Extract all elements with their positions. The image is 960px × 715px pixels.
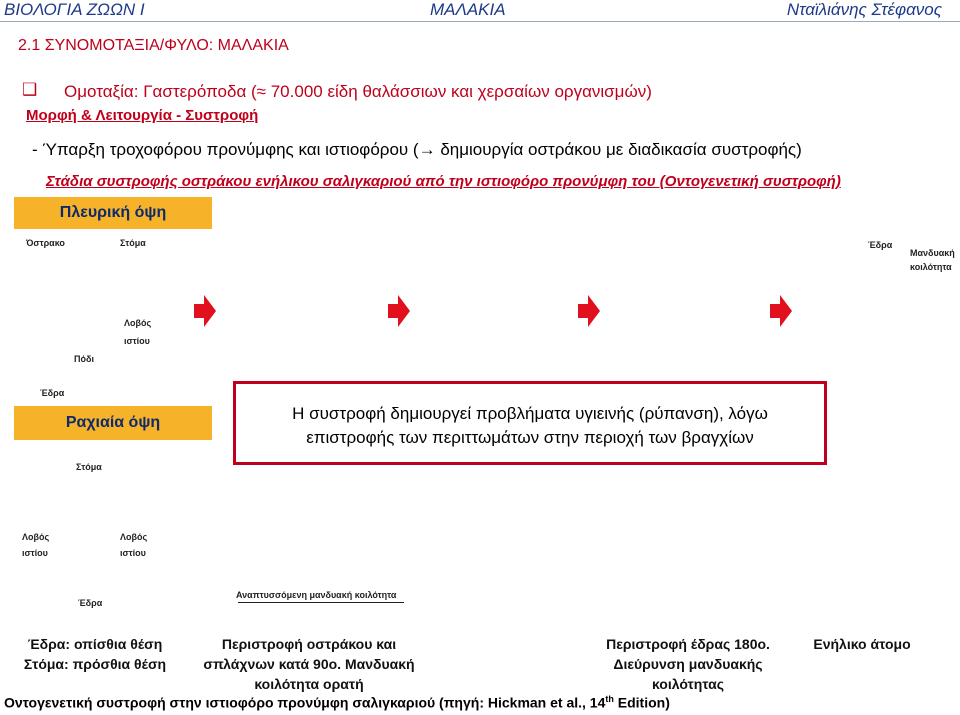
label-mantle-2: κοιλότητα xyxy=(910,262,952,272)
larva-bullet: - Ύπαρξη τροχοφόρου προνύμφης και ιστιοφ… xyxy=(32,140,802,159)
info-text-line-1: Η συστροφή δημιουργεί προβλήματα υγιεινή… xyxy=(292,404,768,423)
footer-source: Οντογενετική συστροφή στην ιστιοφόρο προ… xyxy=(4,694,670,711)
arrow-right-icon xyxy=(770,295,792,327)
label-anus-top: Έδρα xyxy=(868,240,893,250)
stages-title: Στάδια συστροφής οστράκου ενήλικου σαλιγ… xyxy=(46,173,841,190)
label-foot: Πόδι xyxy=(74,354,94,364)
label-anus-bottom: Έδρα xyxy=(78,598,103,608)
caption-3-line-1: Περιστροφή έδρας 180ο. xyxy=(606,636,770,652)
topic-title: ΜΑΛΑΚΙΑ xyxy=(430,0,506,19)
author-name: Νταϊλιάνης Στέφανος xyxy=(786,0,942,19)
label-lobe-right-1: Λοβός xyxy=(120,532,148,542)
label-lobe-left-2: ιστίου xyxy=(22,548,48,558)
arrow-right-icon xyxy=(578,295,600,327)
caption-1-line-1: Έδρα: οπίσθια θέση xyxy=(27,636,163,652)
arrow-right-icon xyxy=(388,295,410,327)
lateral-view-label: Πλευρική όψη xyxy=(14,197,212,229)
dorsal-view-label: Ραχιαία όψη xyxy=(14,406,212,440)
caption-3-line-3: κοιλότητας xyxy=(651,676,725,692)
caption-2-line-3: κοιλότητα ορατή xyxy=(254,676,364,692)
footer-sup: th xyxy=(605,694,614,704)
footer-end: Edition) xyxy=(613,694,670,711)
caption-2-line-1: Περιστροφή οστράκου και xyxy=(221,636,397,652)
caption-stage-1: Έδρα: οπίσθια θέση Στόμα: πρόσθια θέση xyxy=(10,634,180,674)
label-lobe-2: ιστίου xyxy=(124,336,150,346)
caption-stage-3: Περιστροφή έδρας 180ο. Διεύρυνση μανδυακ… xyxy=(598,634,778,694)
label-mouth-top: Στόμα xyxy=(120,238,146,248)
arrow-right-icon xyxy=(194,295,216,327)
label-lobe-right-2: ιστίου xyxy=(120,548,146,558)
label-shell: Όστρακο xyxy=(26,238,65,248)
underline-divider xyxy=(238,602,404,603)
info-text-line-2: επιστροφής των περιττωμάτων στην περιοχή… xyxy=(306,428,754,447)
checkbox-bullet-icon: ❑ xyxy=(22,80,38,99)
label-anus-left: Έδρα xyxy=(40,388,65,398)
label-lobe-left-1: Λοβός xyxy=(22,532,50,542)
topic-line: Μορφή & Λειτουργία - Συστροφή xyxy=(26,107,259,124)
label-lobe-1: Λοβός xyxy=(124,318,152,328)
lateral-view-diagrams: … … … … … xyxy=(194,295,792,327)
caption-3-line-2: Διεύρυνση μανδυακής xyxy=(613,656,763,672)
header-divider xyxy=(0,21,960,22)
info-box: Η συστροφή δημιουργεί προβλήματα υγιεινή… xyxy=(233,381,827,465)
section-title: 2.1 ΣΥΝΟΜΟΤΑΞΙΑ/ΦΥΛΟ: ΜΑΛΑΚΙΑ xyxy=(18,37,289,54)
caption-adult: Ενήλικο άτομο xyxy=(813,636,911,652)
footer-text: Οντογενετική συστροφή στην ιστιοφόρο προ… xyxy=(4,694,606,711)
class-subtitle: Ομοταξία: Γαστερόποδα (≈ 70.000 είδη θαλ… xyxy=(64,82,652,101)
caption-2-line-2: σπλάχνων κατά 90ο. Μανδυακή xyxy=(203,656,415,672)
label-mantle-1: Μανδυακή xyxy=(910,248,955,258)
label-developing-mantle: Αναπτυσσόμενη μανδυακή κοιλότητα xyxy=(236,590,397,600)
label-mouth-dorsal: Στόμα xyxy=(76,462,102,472)
caption-stage-2: Περιστροφή οστράκου και σπλάχνων κατά 90… xyxy=(196,634,422,694)
caption-1-line-2: Στόμα: πρόσθια θέση xyxy=(23,656,167,672)
course-title: ΒΙΟΛΟΓΙΑ ΖΩΩΝ Ι xyxy=(4,0,145,19)
